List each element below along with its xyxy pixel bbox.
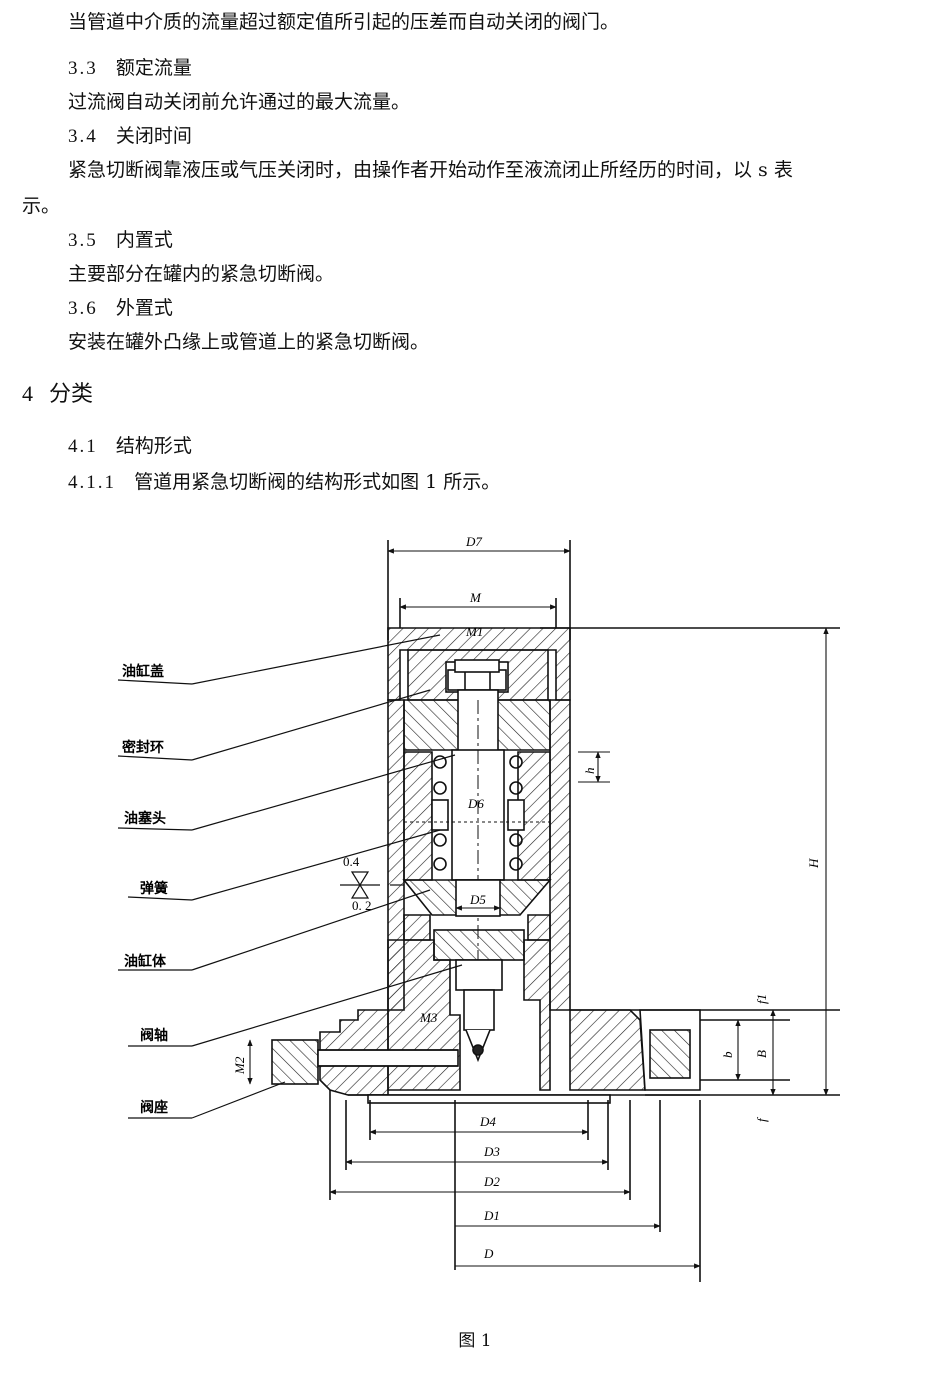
label-oil-plug: 油塞头	[124, 810, 166, 827]
valve-cross-section-svg: 油缸盖 密封环 油塞头 弹簧 油缸体 阀轴 阀座 D7 M M1 D6 D5 M…	[117, 534, 840, 1282]
dim-D4: D4	[479, 1114, 496, 1129]
heading-4: 4 分类	[22, 382, 93, 407]
dim-f: f	[754, 1116, 769, 1122]
paragraph-closing-time-line2: 示。	[22, 195, 61, 217]
dim-M2: M2	[232, 1056, 247, 1075]
heading-3-5: 3.5 内置式	[68, 228, 173, 253]
dim-H: H	[806, 858, 821, 869]
section-number: 4.1	[68, 436, 98, 457]
dim-D5: D5	[469, 892, 486, 907]
label-cylinder-body: 油缸体	[124, 953, 167, 970]
heading-3-4: 3.4 关闭时间	[68, 124, 192, 149]
label-seal-ring: 密封环	[121, 739, 164, 756]
label-spring: 弹簧	[140, 880, 168, 897]
paragraph-external-type: 安装在罐外凸缘上或管道上的紧急切断阀。	[68, 331, 430, 353]
label-cylinder-cover: 油缸盖	[122, 663, 164, 680]
figure-1-drawing: 油缸盖 密封环 油塞头 弹簧 油缸体 阀轴 阀座 D7 M M1 D6 D5 M…	[0, 520, 950, 1320]
tolerance-symbol	[340, 871, 404, 899]
heading-4-1-1: 4.1.1 管道用紧急切断阀的结构形式如图 1 所示。	[68, 470, 500, 495]
dim-D6: D6	[467, 796, 484, 811]
section-number: 3.4	[68, 126, 98, 147]
paragraph-valve-definition: 当管道中介质的流量超过额定值所引起的压差而自动关闭的阀门。	[68, 11, 620, 33]
dim-M3: M3	[419, 1010, 438, 1025]
dim-D1: D1	[483, 1208, 500, 1223]
label-valve-shaft: 阀轴	[140, 1027, 168, 1044]
paragraph-rated-flow: 过流阀自动关闭前允许通过的最大流量。	[68, 91, 411, 113]
dim-D: D	[483, 1246, 494, 1261]
label-valve-seat: 阀座	[140, 1099, 168, 1116]
dim-D3: D3	[483, 1144, 500, 1159]
figure-caption: 图 1	[458, 1331, 492, 1351]
section-title: 额定流量	[115, 57, 192, 79]
section-number: 3.5	[68, 230, 98, 251]
paragraph-closing-time-line1: 紧急切断阀靠液压或气压关闭时，由操作者开始动作至液流闭止所经历的时间，以 s 表	[68, 159, 793, 181]
heading-3-6: 3.6 外置式	[68, 296, 173, 321]
section-title: 内置式	[115, 229, 173, 251]
heading-4-1: 4.1 结构形式	[68, 434, 192, 459]
heading-3-3: 3.3 额定流量	[68, 56, 192, 81]
section-title: 结构形式	[115, 435, 192, 457]
section-title: 外置式	[115, 297, 173, 319]
dim-b: b	[720, 1051, 735, 1058]
dim-B: B	[754, 1050, 769, 1058]
section-number: 3.6	[68, 298, 98, 319]
section-number: 4.1.1	[68, 472, 116, 493]
tolerance-upper: 0.4	[343, 854, 360, 869]
section-number: 3.3	[68, 58, 98, 79]
section-title: 分类	[49, 382, 94, 407]
dim-D2: D2	[483, 1174, 500, 1189]
dim-f1: f1	[754, 994, 769, 1004]
tolerance-lower: 0. 2	[352, 898, 372, 913]
dim-M1: M1	[465, 624, 483, 639]
dim-D7: D7	[465, 534, 482, 549]
section-number: 4	[22, 381, 35, 406]
section-title: 关闭时间	[115, 125, 192, 147]
paragraph-internal-type: 主要部分在罐内的紧急切断阀。	[68, 263, 335, 285]
dim-h: h	[582, 768, 597, 775]
section-text: 管道用紧急切断阀的结构形式如图 1 所示。	[134, 471, 501, 493]
dim-M: M	[469, 590, 482, 605]
